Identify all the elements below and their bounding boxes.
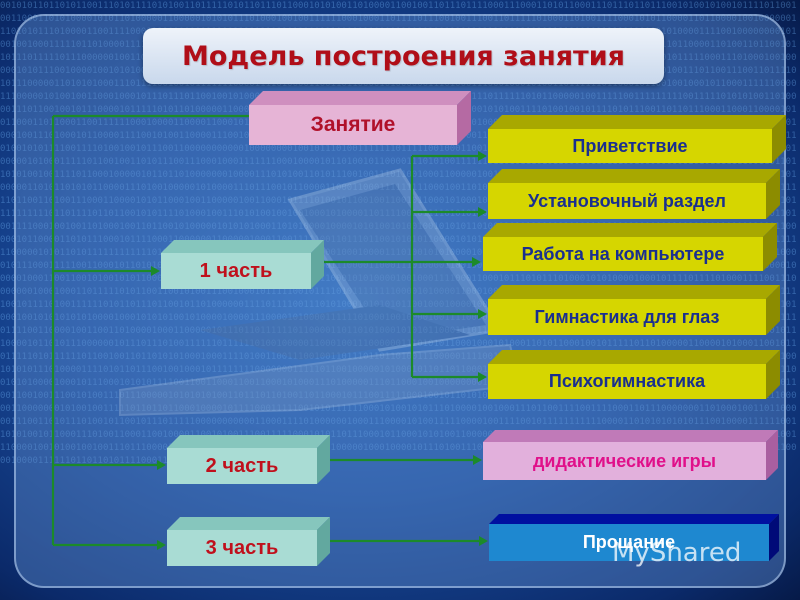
title-banner: Модель построения занятия [143,28,664,84]
part-box-2: 2 часть [167,435,330,484]
arrow-head [473,455,482,465]
arrow-head [157,460,166,470]
didactic-games-box: дидактические игры [483,430,778,480]
part1-item-2-label: Установочный раздел [488,183,766,219]
part1-item-5: Психогимнастика [488,350,780,399]
part1-item-1: Приветствие [488,115,786,163]
part1-item-4: Гимнастика для глаз [488,285,780,335]
part-box-1-label: 1 часть [161,253,311,289]
arrow-head [478,207,487,217]
root-box: Занятие [249,91,471,145]
arrow-head [157,540,166,550]
didactic-games-box-label: дидактические игры [483,442,766,480]
part1-item-5-label: Психогимнастика [488,364,766,399]
part1-item-1-label: Приветствие [488,129,772,163]
part-box-3: 3 часть [167,517,330,566]
part-box-3-label: 3 часть [167,530,317,566]
part-box-2-label: 2 часть [167,448,317,484]
watermark-logo: MyShared [612,538,741,568]
arrow-head [478,151,487,161]
page-title: Модель построения занятия [182,41,625,72]
arrow-head [472,257,481,267]
arrow-head [479,536,488,546]
root-box-label: Занятие [249,105,457,145]
arrow-head [478,309,487,319]
part1-item-4-label: Гимнастика для глаз [488,299,766,335]
part1-item-3-label: Работа на компьютере [483,237,763,271]
arrow-head [151,266,160,276]
part1-item-3: Работа на компьютере [483,223,777,271]
part1-item-2: Установочный раздел [488,169,780,219]
part-box-1: 1 часть [161,240,324,289]
arrow-head [478,372,487,382]
